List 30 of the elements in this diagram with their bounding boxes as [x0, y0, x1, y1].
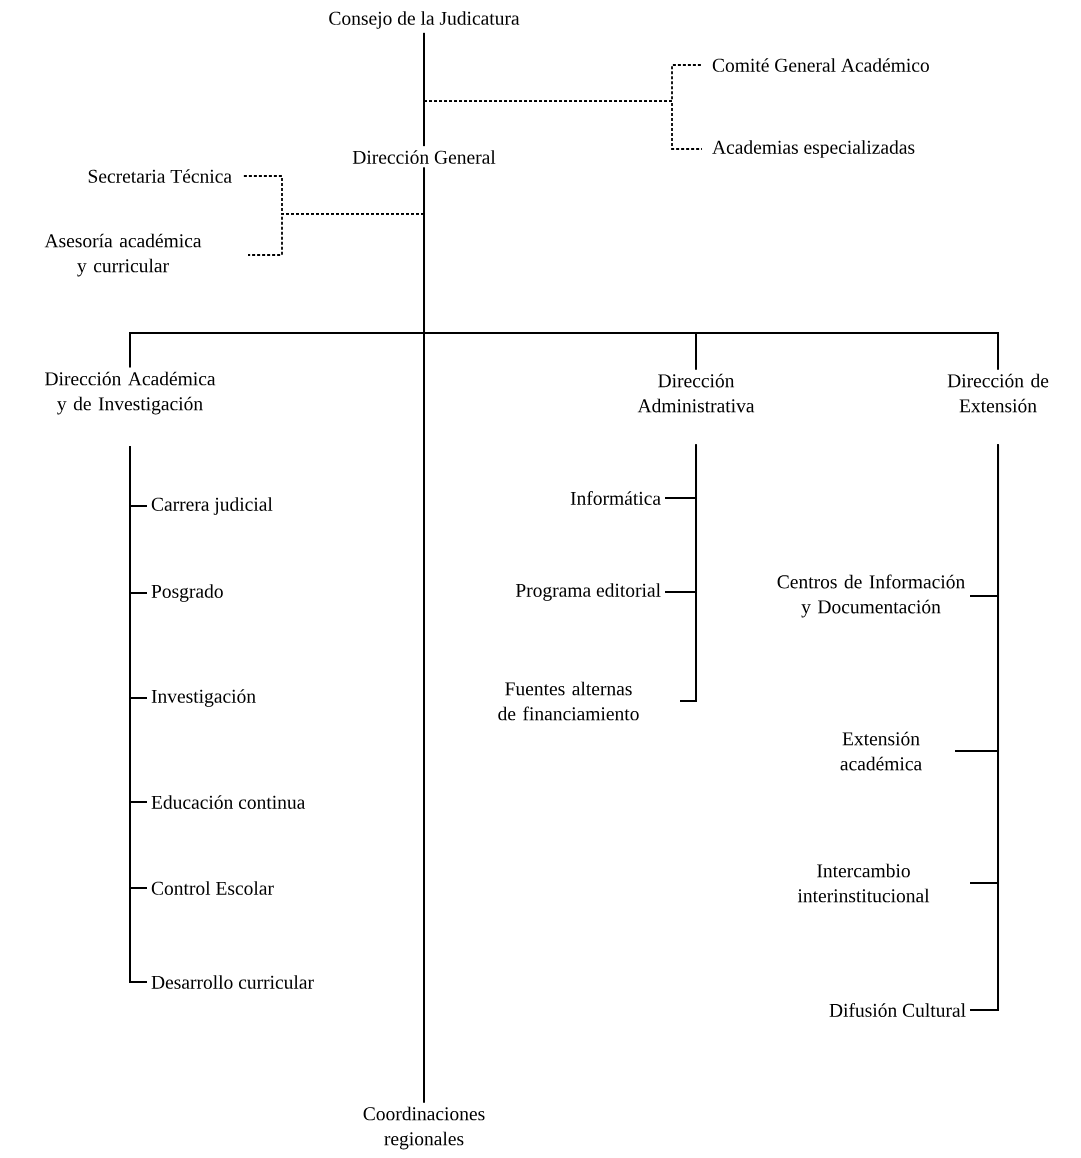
- node-label: Programa editorial: [515, 583, 661, 601]
- connector-line: [129, 445, 148, 983]
- connector-line: [679, 443, 697, 702]
- connector-line: [969, 443, 999, 1011]
- node-label: Dirección Administrativa: [637, 373, 755, 413]
- node-label: Academias especializadas: [712, 140, 915, 158]
- connector-line: [423, 100, 703, 150]
- node-label: Secretaria Técnica: [88, 169, 232, 183]
- node-label: Intercambio interinstitucional: [797, 863, 930, 903]
- node-label: Consejo de la Judicatura: [329, 11, 520, 29]
- node-label: Control Escolar: [151, 881, 274, 895]
- connector-line: [423, 31, 425, 148]
- node-label: Posgrado: [151, 584, 223, 602]
- node-label: Informática: [570, 491, 661, 505]
- node-label: Coordinaciones regionales: [363, 1106, 485, 1150]
- node-label: Carrera judicial: [151, 497, 273, 515]
- node-label: Fuentes alternas de financiamiento: [498, 681, 639, 721]
- node-label: Dirección de Extensión: [947, 373, 1049, 413]
- node-label: Educación continua: [151, 795, 306, 809]
- node-label: Desarrollo curricular: [151, 975, 314, 989]
- connector-line: [247, 212, 425, 256]
- node-label: Extensión académica: [840, 731, 922, 771]
- node-label: Investigación: [151, 689, 256, 707]
- node-label: Centros de Información y Documentación: [777, 574, 965, 618]
- node-label: Dirección General: [352, 150, 496, 164]
- node-label: Comité General Académico: [712, 58, 929, 72]
- connector-line: [423, 166, 425, 1104]
- node-label: Dirección Académica y de Investigación: [45, 371, 216, 415]
- node-label: Difusión Cultural: [829, 1003, 966, 1017]
- node-label: Asesoría académica y curricular: [44, 233, 202, 277]
